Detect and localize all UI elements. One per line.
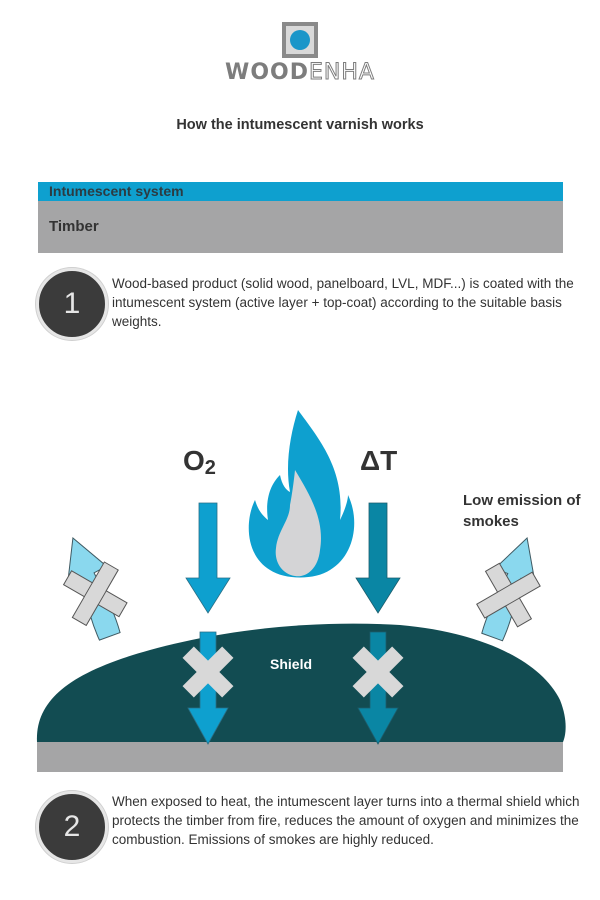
smoke-arrow-right-icon	[476, 537, 541, 642]
blocked-cross-icon	[182, 646, 234, 698]
shield-label: Shield	[270, 656, 313, 672]
logo-inner-square	[286, 26, 314, 54]
logo-dot-icon	[290, 30, 310, 50]
timber-base	[37, 740, 563, 772]
logo-mark	[282, 22, 318, 58]
step-2-badge: 2	[36, 791, 108, 863]
shield-dome	[36, 623, 566, 742]
step-2-text: When exposed to heat, the intumescent la…	[112, 794, 580, 847]
blocked-heat-arrow	[352, 631, 404, 745]
timber-layer-label: Timber	[49, 218, 99, 235]
heat-label: ΔT	[360, 445, 398, 476]
page-title: How the intumescent varnish works	[176, 117, 424, 133]
step-1-text: Wood-based product (solid wood, panelboa…	[112, 276, 574, 329]
step-1-badge: 1	[36, 268, 108, 340]
logo-text-enha: ENHA	[308, 60, 375, 86]
timber-layer-bar: Timber	[38, 201, 563, 253]
smoke-arrow-left-icon	[62, 537, 128, 641]
smoke-emission-label: Low emission of smokes	[463, 492, 581, 530]
flame-icon	[248, 410, 355, 578]
blocked-oxygen-arrow	[182, 631, 234, 745]
intumescent-layer-label: Intumescent system	[49, 183, 184, 199]
blocked-cross-icon	[476, 562, 541, 628]
oxygen-subscript: 2	[204, 457, 216, 479]
heat-arrow-icon	[355, 502, 401, 614]
oxygen-arrow-icon	[185, 502, 231, 614]
oxygen-label: O2	[183, 445, 216, 480]
logo-wordmark: WOODENHA	[200, 60, 400, 86]
oxygen-symbol: O	[183, 445, 205, 476]
logo-text-wood: WOOD	[225, 60, 309, 85]
blocked-cross-icon	[62, 561, 128, 627]
blocked-cross-icon	[352, 646, 404, 698]
intumescent-layer-bar: Intumescent system	[38, 182, 563, 201]
